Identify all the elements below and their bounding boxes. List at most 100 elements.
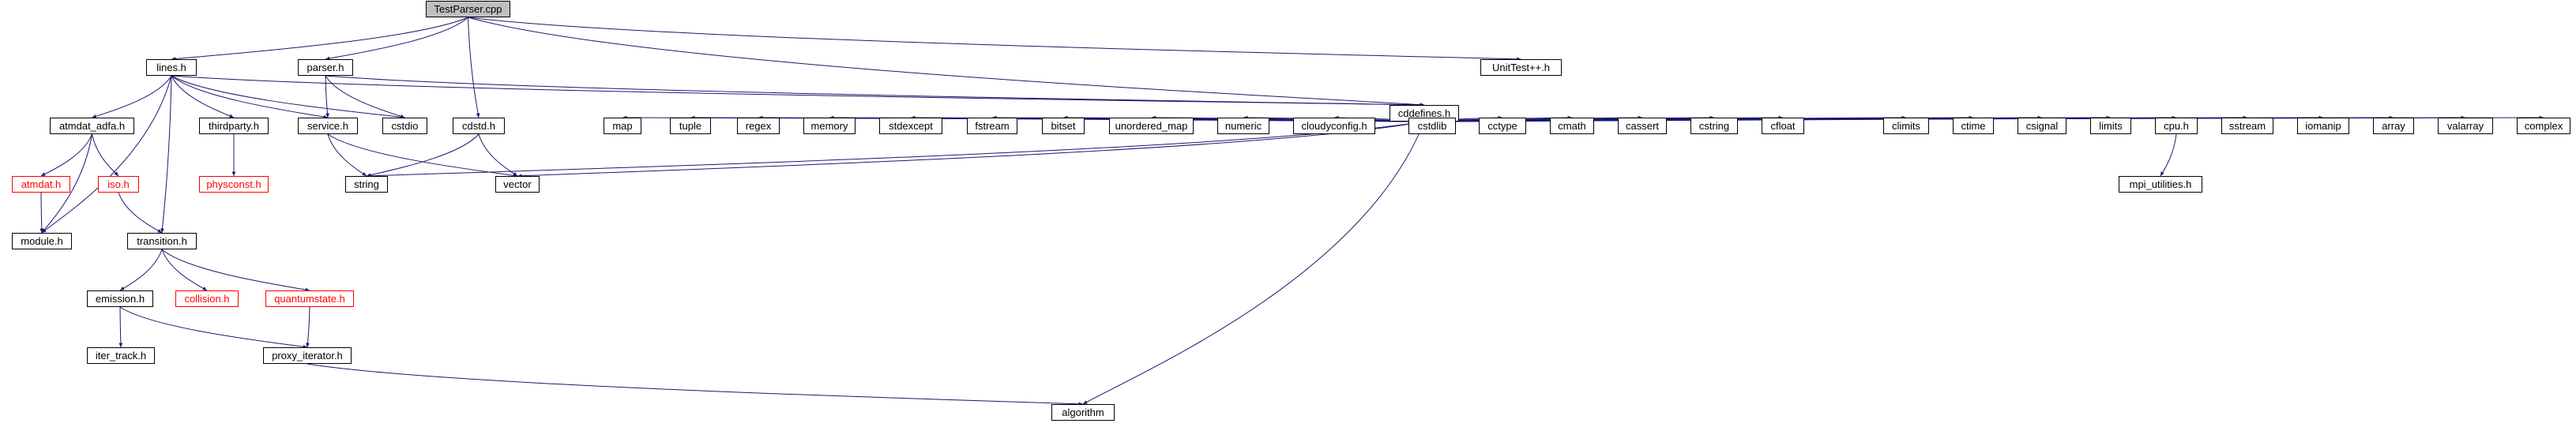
graph-node-cstdlib[interactable]: cstdlib [1408,118,1456,134]
graph-node-label: numeric [1224,120,1262,132]
graph-node-complex[interactable]: complex [2517,118,2570,134]
graph-node-atmdat_adfa[interactable]: atmdat_adfa.h [50,118,134,134]
graph-edge-lines-to-atmdat_adfa [92,75,172,118]
graph-node-label: csignal [2025,120,2059,132]
graph-node-service[interactable]: service.h [298,118,358,134]
graph-node-cfloat[interactable]: cfloat [1762,118,1804,134]
graph-node-label: service.h [306,120,349,132]
graph-edge-service-to-string [327,133,367,177]
graph-node-thirdparty[interactable]: thirdparty.h [199,118,269,134]
graph-node-label: cmath [1558,120,1586,132]
graph-node-cdstd[interactable]: cdstd.h [453,118,505,134]
graph-edge-transition-to-emission [119,249,163,291]
graph-node-regex[interactable]: regex [737,118,780,134]
graph-node-proxy_iterator[interactable]: proxy_iterator.h [263,347,352,364]
graph-edge-testparser-to-unittest [468,17,1521,62]
graph-edge-lines-to-transition [160,75,172,234]
graph-node-label: module.h [21,235,63,247]
graph-edge-parser-to-cddefines [325,75,1425,107]
graph-edge-testparser-to-cdstd [468,17,480,118]
graph-edge-cdstd-to-vector [478,133,518,177]
graph-node-array[interactable]: array [2373,118,2414,134]
graph-node-numeric[interactable]: numeric [1217,118,1269,134]
graph-node-testparser[interactable]: TestParser.cpp [426,1,510,17]
graph-node-label: collision.h [184,293,230,305]
graph-edge-transition-to-collision [161,249,208,291]
graph-node-tuple[interactable]: tuple [670,118,711,134]
graph-node-label: cctype [1487,120,1517,132]
graph-node-mpi_utilities[interactable]: mpi_utilities.h [2119,176,2202,193]
graph-node-sstream[interactable]: sstream [2221,118,2273,134]
graph-node-fstream[interactable]: fstream [967,118,1017,134]
graph-node-cctype[interactable]: cctype [1479,118,1526,134]
graph-node-memory[interactable]: memory [803,118,856,134]
graph-node-cmath[interactable]: cmath [1550,118,1594,134]
graph-node-label: fstream [975,120,1010,132]
graph-node-label: mpi_utilities.h [2129,178,2192,190]
graph-edge-emission-to-proxy_iterator [119,306,308,349]
graph-node-ctime[interactable]: ctime [1953,118,1994,134]
graph-node-atmdat[interactable]: atmdat.h [12,176,70,193]
graph-edge-transition-to-quantumstate [161,249,310,292]
graph-node-unittest[interactable]: UnitTest++.h [1480,59,1562,76]
graph-node-label: memory [810,120,848,132]
graph-edge-lines-to-module [41,75,172,234]
graph-edge-service-to-vector [327,133,518,178]
graph-node-limits[interactable]: limits [2090,118,2131,134]
graph-node-quantumstate[interactable]: quantumstate.h [265,290,354,307]
graph-edge-testparser-to-cddefines [468,17,1425,107]
graph-node-algorithm[interactable]: algorithm [1051,404,1115,421]
graph-node-emission[interactable]: emission.h [87,290,153,307]
graph-node-label: thirdparty.h [208,120,260,132]
graph-node-unordered_map[interactable]: unordered_map [1109,118,1194,134]
graph-node-climits[interactable]: climits [1883,118,1929,134]
graph-edge-lines-to-cstdio [171,75,405,119]
graph-node-cstring[interactable]: cstring [1690,118,1738,134]
graph-node-label: cpu.h [2164,120,2189,132]
graph-edge-atmdat-to-module [39,192,44,234]
graph-node-label: stdexcept [889,120,933,132]
graph-node-physconst[interactable]: physconst.h [199,176,269,193]
graph-node-module[interactable]: module.h [12,233,72,249]
graph-node-label: climits [1891,120,1921,132]
graph-edge-quantumstate-to-proxy_iterator [306,306,310,348]
graph-node-label: cassert [1626,120,1659,132]
graph-node-label: iso.h [107,178,130,190]
graph-edge-lines-to-thirdparty [171,75,235,118]
graph-edge-atmdat_adfa-to-atmdat [40,133,92,177]
graph-node-csignal[interactable]: csignal [2018,118,2066,134]
graph-node-transition[interactable]: transition.h [127,233,197,249]
graph-node-label: cdstd.h [462,120,495,132]
graph-node-label: unordered_map [1115,120,1188,132]
graph-node-label: tuple [679,120,702,132]
graph-node-label: cstring [1698,120,1730,132]
graph-node-bitset[interactable]: bitset [1042,118,1085,134]
graph-node-stdexcept[interactable]: stdexcept [879,118,942,134]
graph-edge-parser-to-service [325,75,329,118]
graph-node-valarray[interactable]: valarray [2438,118,2493,134]
graph-node-parser[interactable]: parser.h [298,59,353,76]
graph-node-iter_track[interactable]: iter_track.h [87,347,155,364]
graph-node-label: map [612,120,633,132]
graph-node-iso[interactable]: iso.h [98,176,139,193]
graph-node-iomanip[interactable]: iomanip [2297,118,2349,134]
graph-edge-parser-to-cstdio [325,75,405,118]
graph-node-cloudyconfig[interactable]: cloudyconfig.h [1293,118,1375,134]
graph-node-cpu[interactable]: cpu.h [2155,118,2198,134]
graph-node-string[interactable]: string [345,176,388,193]
graph-node-map[interactable]: map [604,118,641,134]
graph-node-lines[interactable]: lines.h [146,59,197,76]
graph-node-label: physconst.h [206,178,261,190]
graph-node-collision[interactable]: collision.h [175,290,239,307]
graph-node-label: iomanip [2305,120,2341,132]
graph-node-label: iter_track.h [95,350,147,361]
graph-node-label: string [354,178,379,190]
graph-node-label: sstream [2228,120,2266,132]
graph-node-cassert[interactable]: cassert [1618,118,1667,134]
graph-node-vector[interactable]: vector [495,176,540,193]
graph-node-label: cstdlib [1417,120,1447,132]
graph-node-label: cfloat [1770,120,1796,132]
graph-node-cstdio[interactable]: cstdio [382,118,427,134]
